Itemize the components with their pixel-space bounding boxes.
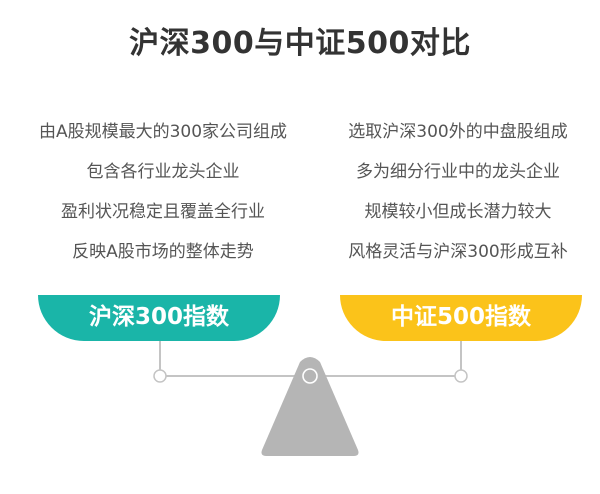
zz500-label: 中证500指数	[390, 304, 531, 330]
fulcrum-triangle	[261, 357, 359, 456]
zz500-label-pill: 中证500指数	[340, 295, 582, 341]
left-point: 由A股规模最大的300家公司组成	[38, 122, 288, 142]
right-pivot-circle	[454, 369, 468, 383]
left-points-list: 由A股规模最大的300家公司组成 包含各行业龙头企业 盈利状况稳定且覆盖全行业 …	[13, 118, 313, 278]
fulcrum-pivot-ring	[302, 368, 318, 384]
right-point: 风格灵活与沪深300形成互补	[348, 242, 568, 262]
left-point: 包含各行业龙头企业	[86, 162, 240, 182]
hs300-label: 沪深300指数	[88, 304, 229, 330]
left-pivot-circle	[153, 369, 167, 383]
left-point: 反映A股市场的整体走势	[72, 242, 254, 262]
right-point: 选取沪深300外的中盘股组成	[348, 122, 568, 142]
right-point: 规模较小但成长潜力较大	[364, 202, 552, 222]
hs300-label-pill: 沪深300指数	[38, 295, 280, 341]
diagram-title: 沪深300与中证500对比	[129, 26, 471, 61]
left-point: 盈利状况稳定且覆盖全行业	[61, 202, 265, 222]
right-point: 多为细分行业中的龙头企业	[356, 162, 560, 182]
right-points-list: 选取沪深300外的中盘股组成 多为细分行业中的龙头企业 规模较小但成长潜力较大 …	[308, 118, 600, 278]
